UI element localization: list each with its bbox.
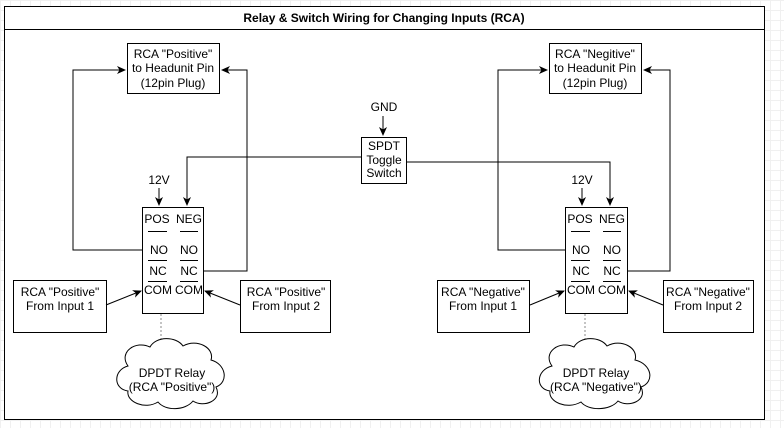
right-input2-line2: From Input 2 [674,299,742,313]
right-relay-com2: COM [598,283,626,297]
left-input2-arrow [204,290,241,306]
left-relay-com2: COM [175,283,203,297]
right-input1-line2: From Input 1 [449,299,517,313]
right-relay-neg: NEG [599,212,625,226]
left-relay-neg: NEG [176,212,202,226]
switch-wire-to-right-relay [407,161,614,206]
left-relay-nc1: NC [149,264,167,278]
right-relay-nc2: NC [603,264,621,278]
left-cloud-line2: (RCA "Positive") [129,380,216,394]
left-relay-no2: NO [180,243,198,257]
diagram-title: Relay & Switch Wiring for Changing Input… [243,11,524,25]
left-relay-nc2: NC [180,264,198,278]
switch-line2: Toggle [366,153,402,167]
right-relay-pos: POS [567,212,592,226]
left-input1-line1: RCA "Positive" [21,285,100,299]
right-relay-nc1: NC [572,264,590,278]
left-headunit-box [127,43,220,94]
right-cloud-line1: DPDT Relay [563,366,629,380]
left-input2-line2: From Input 2 [252,299,320,313]
left-cloud-line1: DPDT Relay [139,366,205,380]
right-relay-no2: NO [603,243,621,257]
right-input2-arrow [628,290,664,306]
right-headunit-line1: RCA "Negitive" [555,47,635,61]
right-headunit-box [549,43,642,94]
spdt-switch-box [361,137,407,184]
switch-line3: Switch [366,166,401,180]
switch-wire-to-left-relay [183,156,361,206]
right-input1-box [437,280,530,333]
left-relay-cloud [116,338,225,410]
left-input2-box [240,280,331,333]
left-relay-pos: POS [144,212,169,226]
right-cloud-line2: (RCA "Negative") [550,380,642,394]
left-input1-arrow [105,290,142,306]
left-relay-no1: NO [150,243,168,257]
right-12v-label: 12V [571,173,592,187]
left-headunit-line3: (12pin Plug) [141,76,206,90]
gnd-label: GND [371,100,398,114]
right-headunit-line3: (12pin Plug) [563,76,628,90]
left-wire-no1-to-headunit [72,66,142,251]
left-headunit-line2: to Headunit Pin [132,61,214,75]
right-relay-cloud [538,338,651,410]
switch-line1: SPDT [368,139,401,153]
right-headunit-line2: to Headunit Pin [554,61,636,75]
right-relay-no1: NO [572,243,590,257]
right-relay-com1: COM [567,283,595,297]
left-input1-box [13,280,107,333]
left-wire-nc2-to-headunit [203,66,248,272]
diagram-frame [4,6,765,420]
left-input1-line2: From Input 1 [26,299,94,313]
right-input1-arrow [529,290,565,306]
left-relay-com1: COM [144,283,172,297]
right-input1-line1: RCA "Negative" [441,285,525,299]
left-12v-label: 12V [148,173,169,187]
right-wire-no1-to-headunit [497,66,565,251]
left-headunit-line1: RCA "Positive" [134,47,213,61]
right-input2-box [663,280,754,333]
left-input2-line1: RCA "Positive" [247,285,326,299]
right-wire-nc2-to-headunit [627,66,671,272]
right-input2-line1: RCA "Negative" [666,285,750,299]
